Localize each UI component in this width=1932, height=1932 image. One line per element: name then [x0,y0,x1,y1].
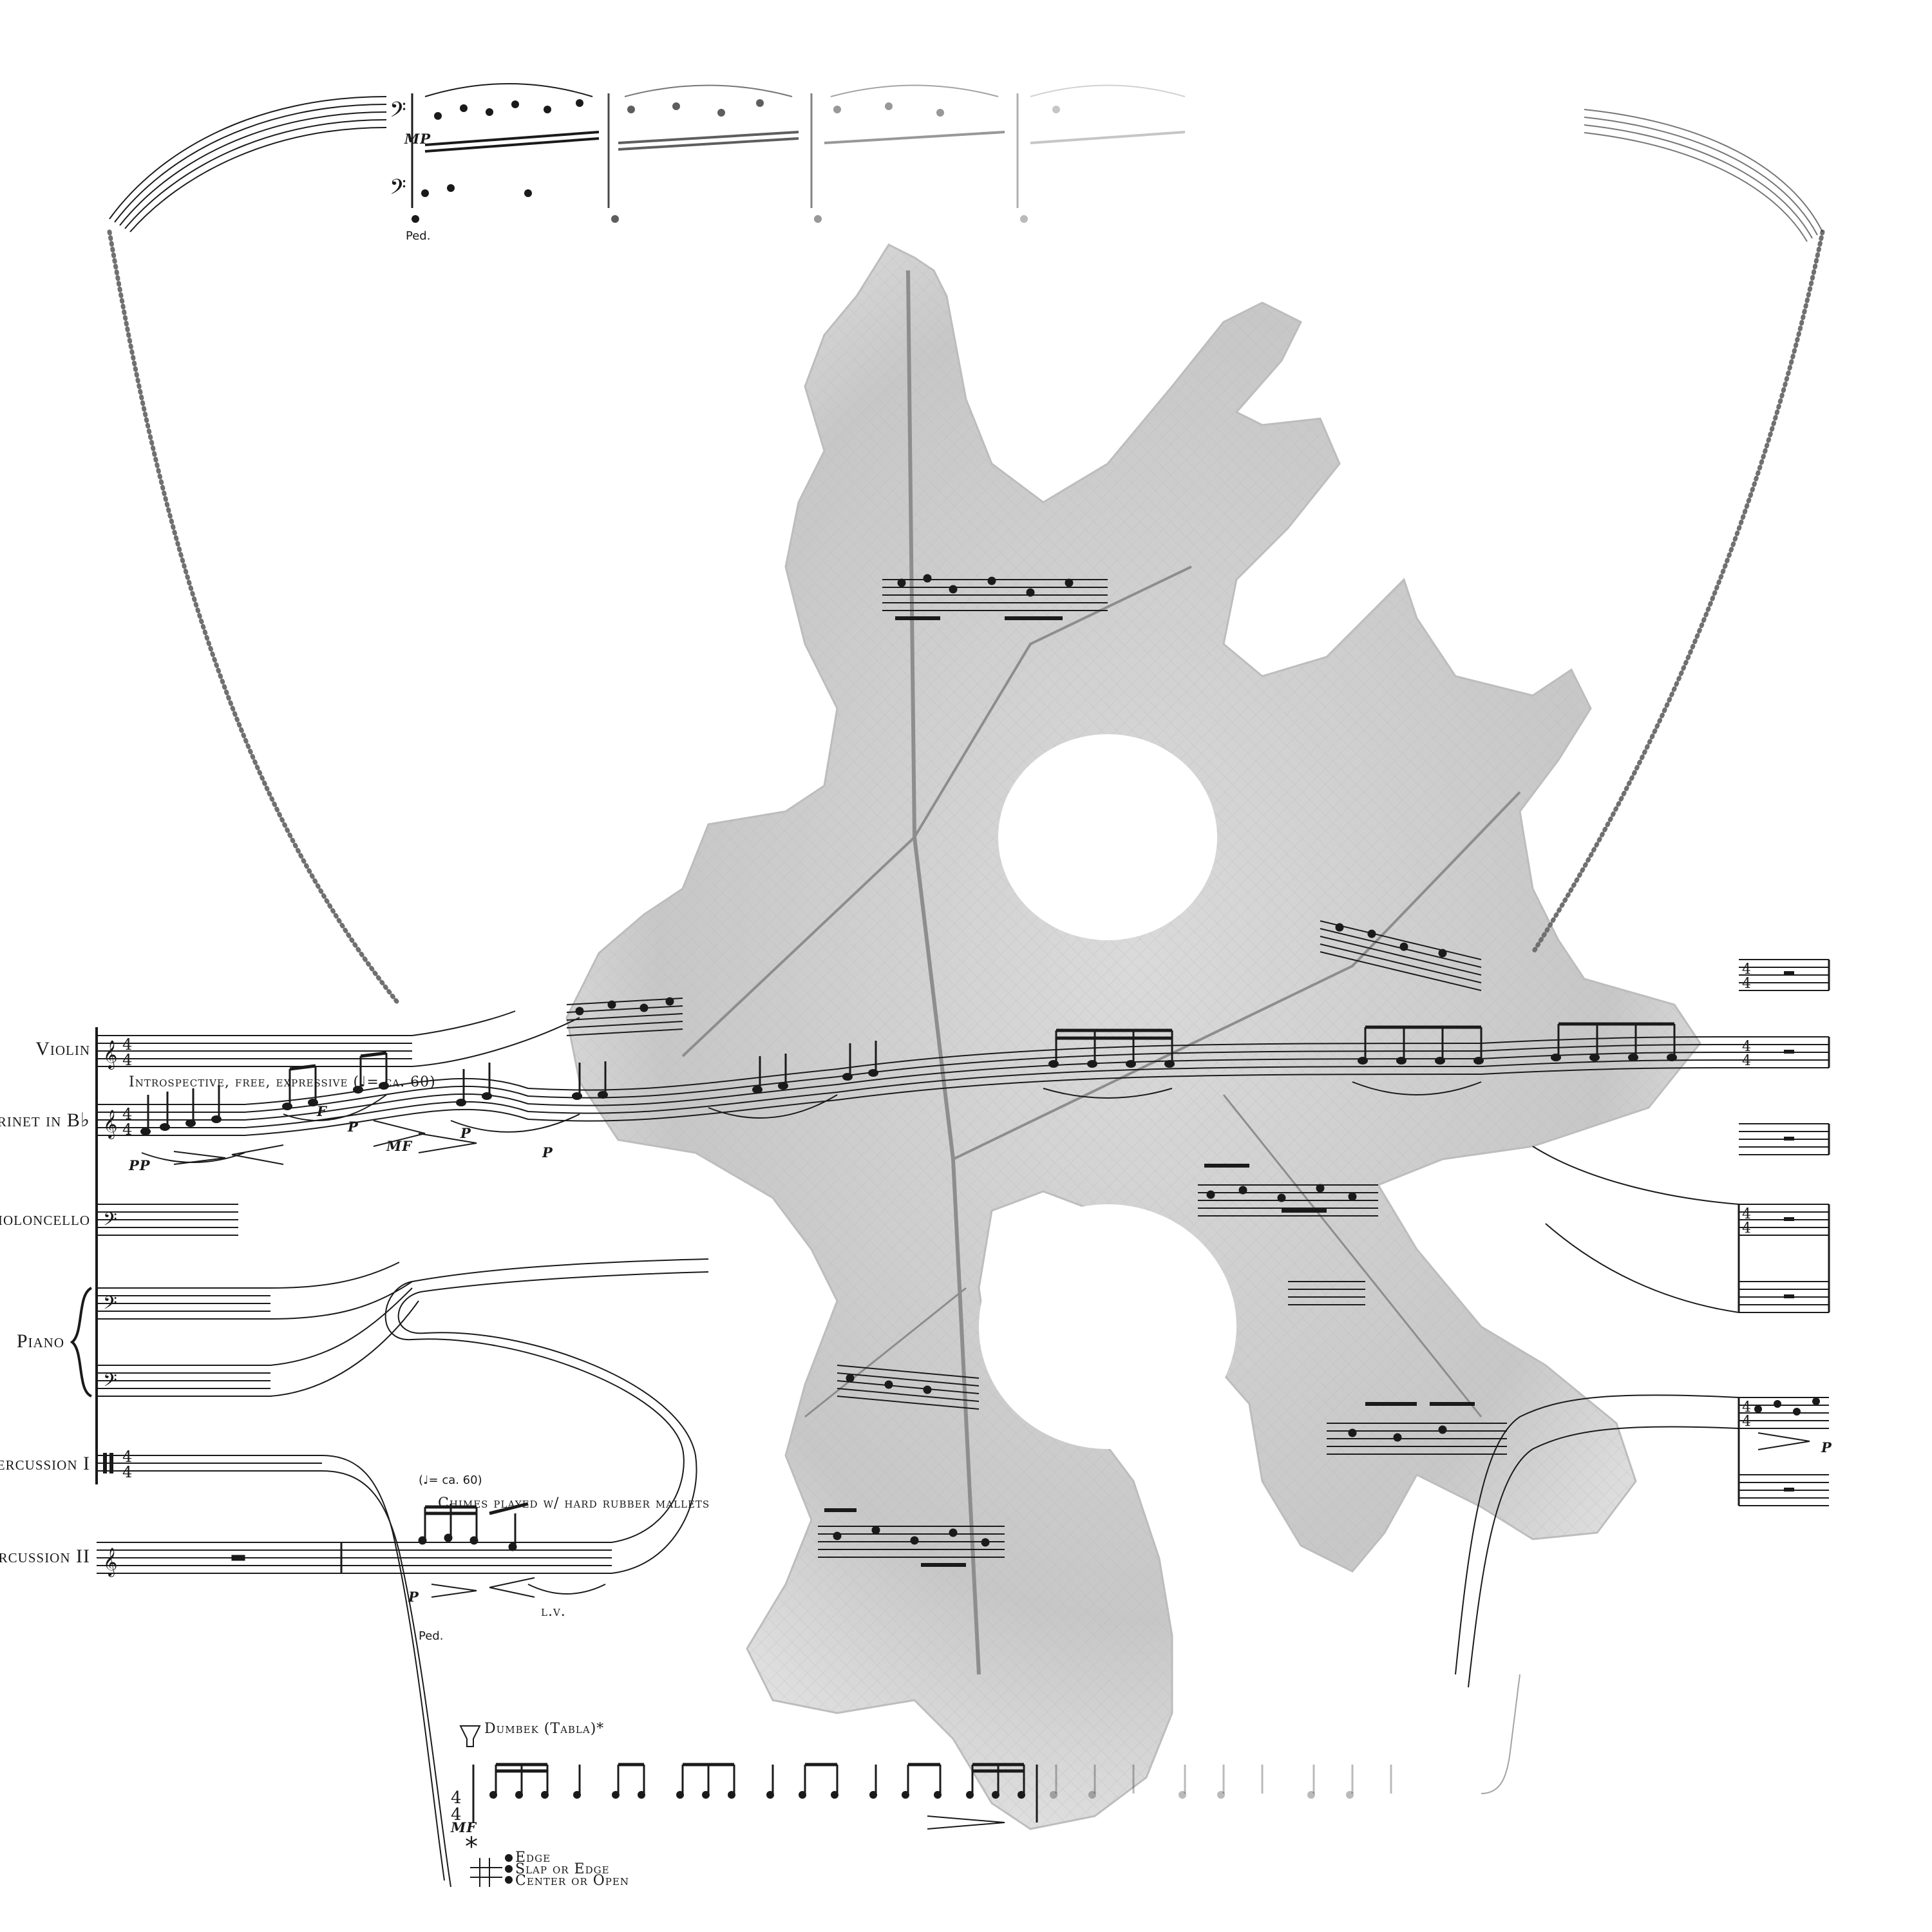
svg-text:4: 4 [1742,1039,1751,1055]
top-piano-staff: 𝄢 𝄢 [109,83,1823,242]
svg-text:𝄢: 𝄢 [103,1209,117,1235]
chimes-marking: Chimes played w/ hard rubber mallets [438,1495,710,1511]
lv-marking: l.v. [541,1604,566,1620]
right-piano [1532,1146,1830,1313]
dynamic-clarinet-mf: mf [386,1133,413,1156]
dumbek-marking: Dumbek (Tabla)* [484,1721,605,1737]
svg-text:4: 4 [451,1805,462,1824]
svg-text:4: 4 [1742,1414,1751,1430]
dynamic-clarinet-f: f [317,1099,327,1121]
pedal-marking-perc: Ped. [419,1629,444,1643]
svg-text:4: 4 [1742,1399,1751,1416]
bottom-dumbek-staff: 4 4 [451,1674,1520,1887]
instrument-label-clarinet: Clarinet in B♭ [0,1110,90,1131]
legend-asterisk: * [465,1832,478,1862]
svg-text:𝄞: 𝄞 [103,1040,117,1070]
legend-slap: Slap or Edge [515,1861,610,1877]
clarinet-notes [140,1022,1677,1165]
leaf-notation-clusters [566,574,1507,1567]
legend-center: Center or Open [515,1873,629,1889]
percussion-i-staff [97,1455,451,1888]
svg-text:4: 4 [1742,1220,1751,1236]
svg-text:𝄢: 𝄢 [103,1370,117,1396]
instrument-label-piano: Piano [16,1331,64,1352]
right-violin-top [1739,959,1830,991]
percussion-ii-notes [231,1502,606,1598]
svg-text:4: 4 [122,1121,132,1139]
tempo-marking-perc: (♩= ca. 60) [419,1473,482,1487]
dynamic-right-p: p [1821,1435,1832,1457]
svg-text:4: 4 [122,1448,132,1466]
dynamic-clarinet-p3: p [542,1140,553,1162]
svg-text:4: 4 [122,1051,132,1069]
svg-text:4: 4 [1742,1053,1751,1069]
svg-text:4: 4 [1742,976,1751,992]
svg-text:4: 4 [1742,961,1751,978]
right-end-staffs: 44 44 44 44 [1455,959,1830,1688]
dynamic-clarinet-p1: p [348,1114,359,1137]
pedal-marking-top: Ped. [406,229,431,243]
instrument-label-violin: Violin [35,1038,90,1059]
right-perc-i [1455,1394,1829,1688]
tempo-marking-clarinet: Introspective, free, expressive (♩= ca. … [129,1074,436,1090]
dynamic-clarinet-pp: pp [129,1153,151,1175]
dynamic-dumbek-mf: mf [451,1815,477,1837]
piano-brace [70,1287,93,1397]
svg-text:𝄞: 𝄞 [103,1110,117,1139]
dumbek-notes [459,1725,1392,1830]
dumbek-icon [459,1725,481,1747]
svg-text:𝄢: 𝄢 [390,175,406,205]
dynamic-clarinet-p2: p [460,1121,471,1143]
violoncello-staff [97,1204,238,1236]
dynamic-top-mp: mp [404,126,431,149]
svg-text:4: 4 [122,1463,132,1481]
instrument-label-violoncello: Violoncello [0,1208,90,1229]
violin-staff [97,1010,580,1067]
instrument-label-percussion-i: Percussion I [0,1453,90,1474]
top-staff-notes [412,99,1186,223]
svg-text:𝄢: 𝄢 [103,1293,117,1318]
svg-text:4: 4 [1742,1206,1751,1222]
instrument-label-percussion-ii: Percussion II [0,1546,90,1567]
legend-edge: Edge [515,1850,551,1866]
svg-text:𝄢: 𝄢 [390,98,406,128]
dynamic-perc-p: p [408,1584,419,1607]
piano-lower-staff [97,1287,419,1397]
percussion-ii-staff [97,1258,709,1574]
main-system [95,1010,1739,1888]
svg-text:4: 4 [122,1036,132,1054]
svg-text:4: 4 [122,1105,132,1123]
main-clefs: 𝄞 𝄞 𝄢 𝄢 𝄢 𝄞 44 44 44 [103,1036,132,1577]
svg-text:4: 4 [451,1788,462,1808]
legend-staff [470,1854,513,1887]
piano-upper-staff [97,1262,413,1320]
dotted-frame-curves [107,229,1825,1007]
svg-text:𝄞: 𝄞 [103,1548,117,1577]
